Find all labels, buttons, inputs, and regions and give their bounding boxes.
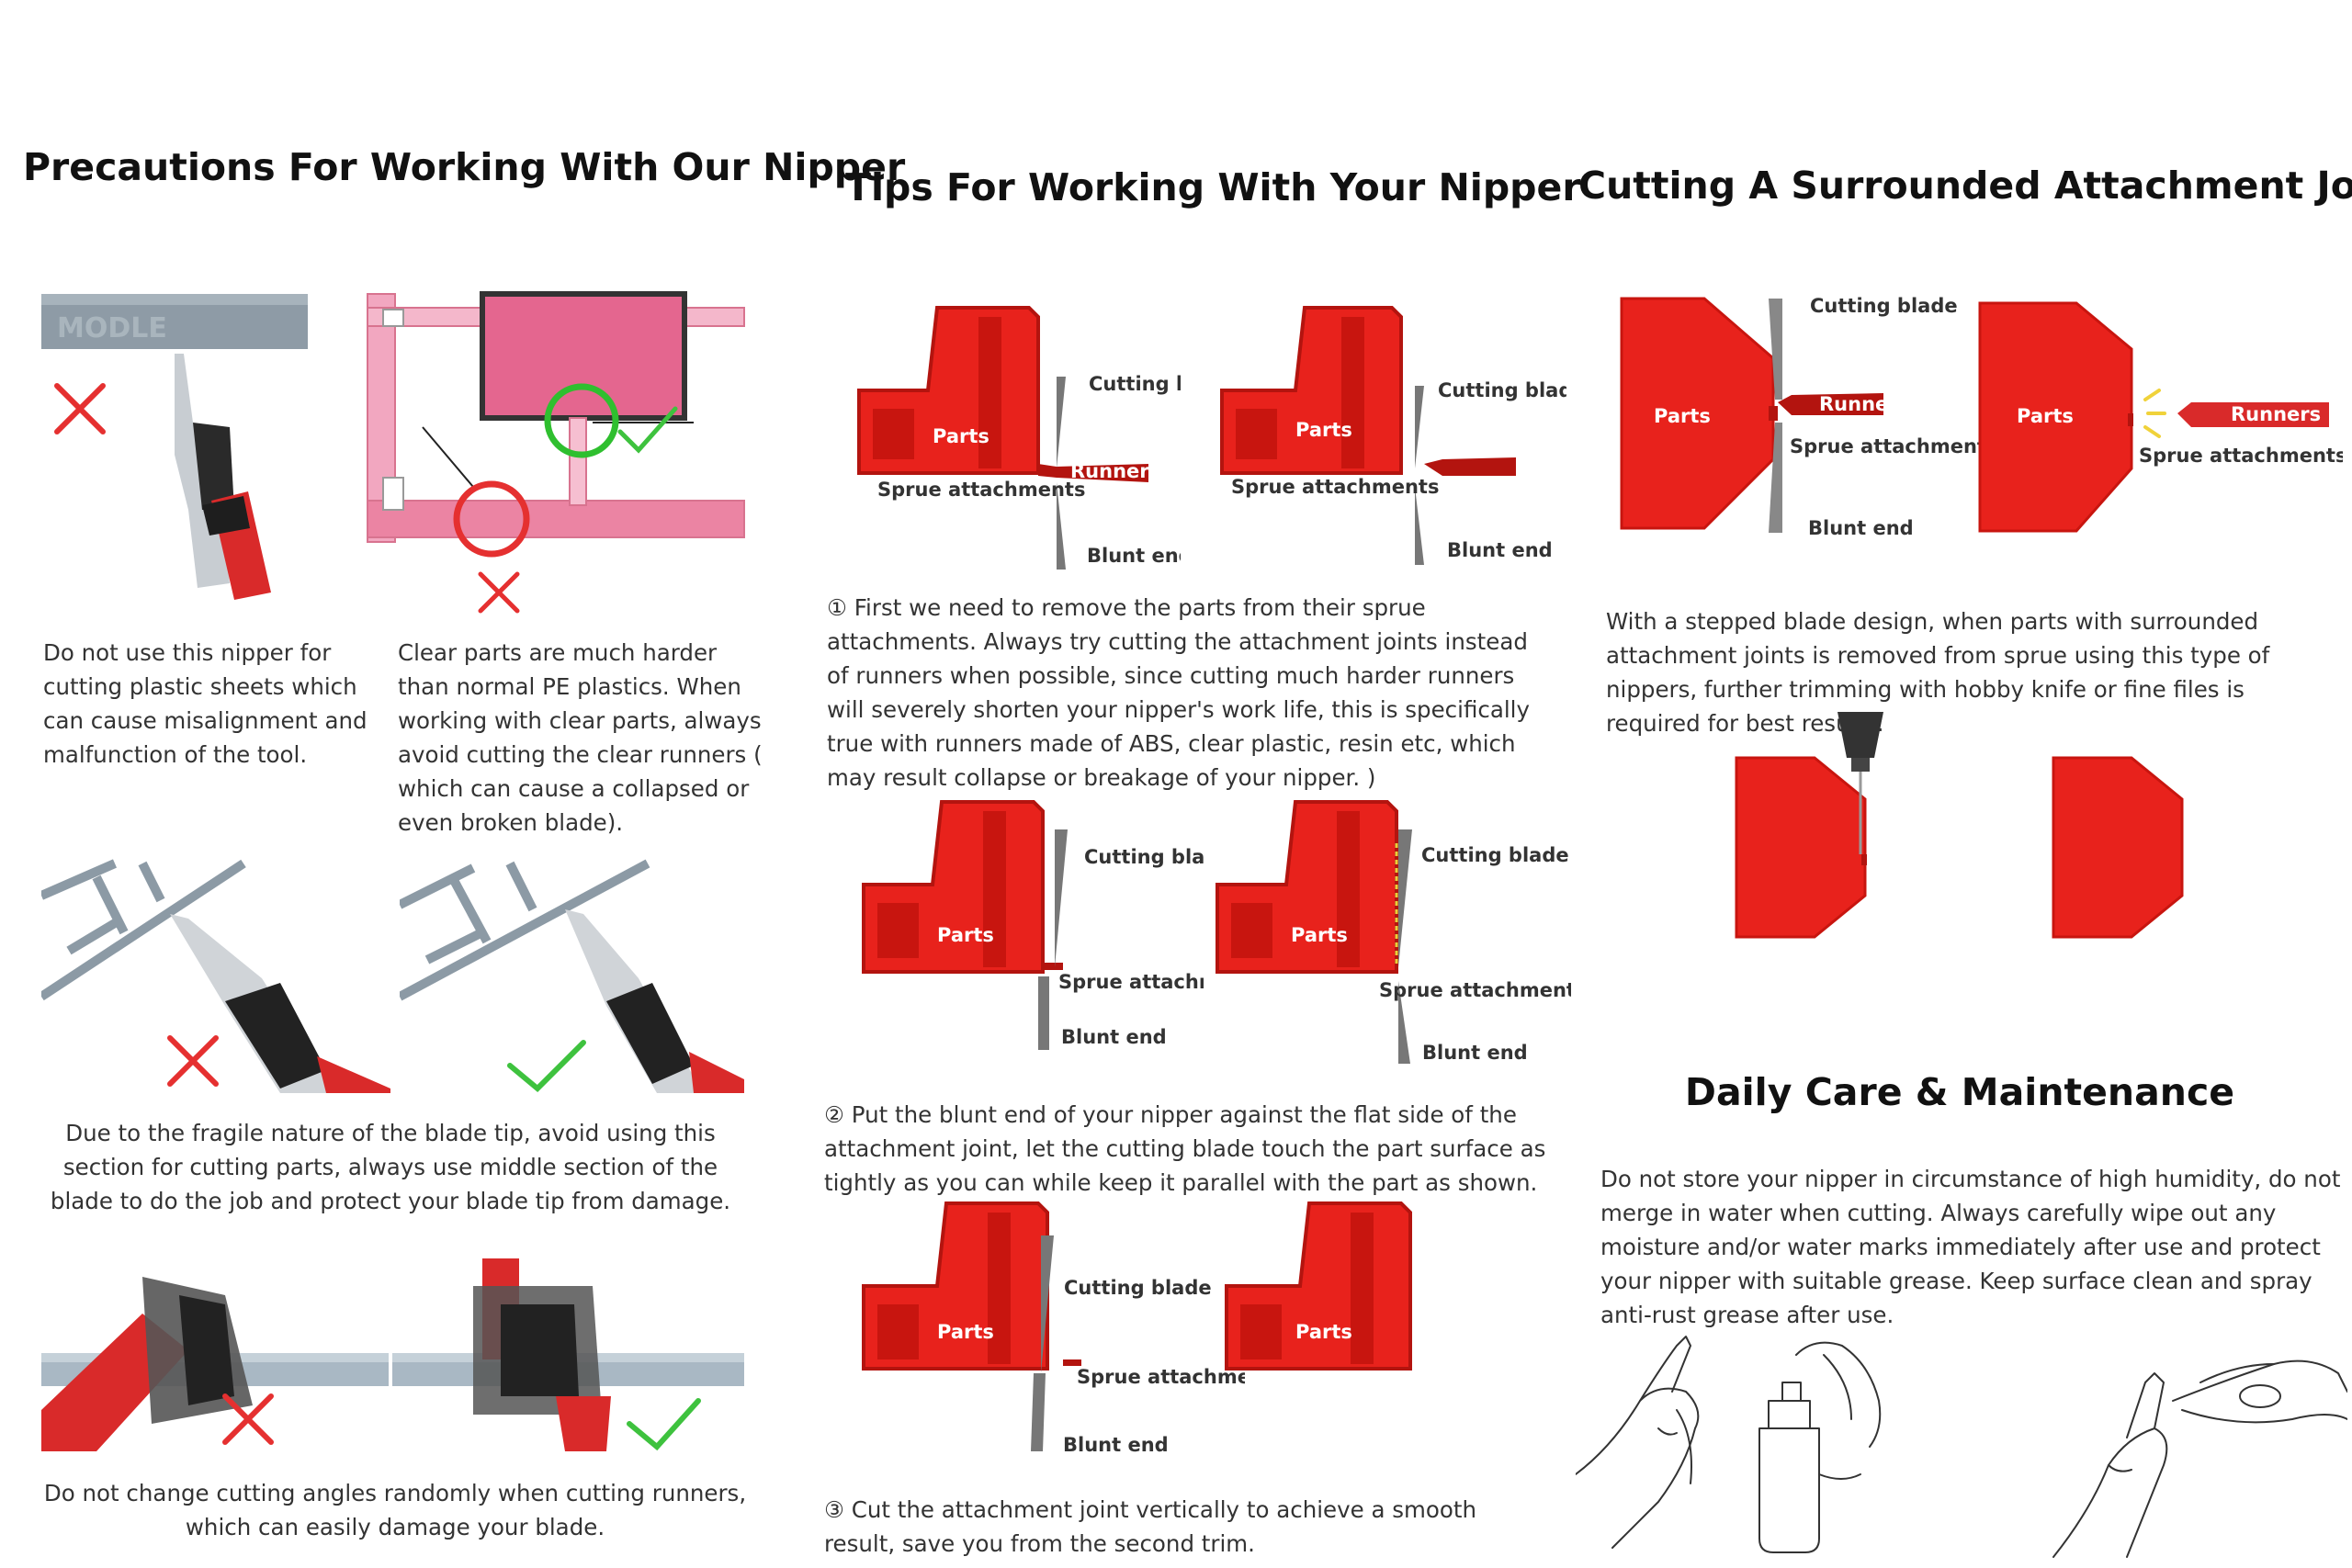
step2-diagram-left: Parts Cutting blade Sprue attachments Bl… — [862, 800, 1204, 1050]
check-icon — [617, 406, 678, 454]
caption-tip: Due to the fragile nature of the blade t… — [50, 1120, 731, 1214]
label-blunt-end: Blunt end — [1087, 545, 1181, 567]
label-sprue-attachments: Sprue attachments — [1379, 979, 1571, 1001]
step2-text: ② Put the blunt end of your nipper again… — [824, 1101, 1546, 1196]
label-parts: Parts — [1654, 405, 1711, 427]
label-sprue-attachments: Sprue attachments — [1077, 1366, 1245, 1388]
label-runners: Runners — [1070, 460, 1160, 482]
step1-diagram-left: Parts Cutting blade Runners Sprue attach… — [857, 306, 1181, 570]
cross-icon — [167, 1035, 219, 1087]
label-parts: Parts — [937, 1321, 994, 1343]
caption-sheets: Do not use this nipper for cutting plast… — [43, 639, 368, 768]
step3-diagram-right: Parts — [1225, 1201, 1412, 1371]
trimming-diagram — [1735, 712, 2184, 939]
cross-icon — [478, 571, 520, 614]
sheet-cutting-illustration: MODLE — [41, 294, 308, 600]
blade-tip-wrong-illustration — [41, 859, 390, 1093]
tips-title: Tips For Working With Your Nipper — [845, 165, 1581, 209]
cutting-angle-illustration — [41, 1258, 744, 1451]
caption-angle: Do not change cutting angles randomly wh… — [43, 1480, 747, 1540]
label-parts: Parts — [2017, 405, 2074, 427]
caption-clear: Clear parts are much harder than normal … — [398, 639, 763, 836]
step2-diagram-right: Parts Cutting blade Sprue attachments Bl… — [1216, 800, 1571, 1064]
label-cutting-blade: Cutting blade — [1064, 1277, 1212, 1299]
check-icon — [507, 1040, 586, 1093]
label-sprue-attachments: Sprue attachments — [1790, 435, 1997, 457]
check-icon — [627, 1398, 701, 1451]
label-blunt-end: Blunt end — [1808, 517, 1914, 539]
sheet-label: MODLE — [57, 312, 167, 344]
precautions-title: Precautions For Working With Our Nipper — [23, 145, 906, 189]
label-sprue-attachments: Sprue attachments — [1231, 476, 1439, 498]
step1-text: ① First we need to remove the parts from… — [827, 594, 1530, 791]
label-parts: Parts — [933, 425, 989, 447]
step3-text: ③ Cut the attachment joint vertically to… — [824, 1496, 1477, 1557]
clear-parts-illustration — [367, 291, 745, 614]
surrounded-text: With a stepped blade design, when parts … — [1606, 608, 2270, 737]
care-title: Daily Care & Maintenance — [1684, 1070, 2235, 1114]
label-blunt-end: Blunt end — [1447, 539, 1553, 561]
surrounded-diagram: Parts Cutting blade Runners Sprue attach… — [1620, 295, 2343, 539]
blade-middle-right-illustration — [400, 859, 744, 1093]
cross-icon — [222, 1393, 274, 1445]
label-sprue-attachments: Sprue attachments — [877, 479, 1085, 501]
label-cutting-blade: Cutting blade — [1084, 846, 1204, 868]
label-sprue-attachments: Sprue attachments — [1058, 971, 1204, 993]
label-parts: Parts — [937, 924, 994, 946]
care-text: Do not store your nipper in circumstance… — [1600, 1166, 2341, 1328]
step3-diagram-left: Parts Cutting blade Sprue attachments Bl… — [862, 1201, 1245, 1456]
label-runners: Runners — [1819, 393, 1909, 415]
step1-diagram-right: Parts Cutting blade Sprue attachments Bl… — [1220, 306, 1566, 565]
label-parts: Parts — [1295, 419, 1352, 441]
label-blunt-end: Blunt end — [1061, 1026, 1167, 1048]
label-blunt-end: Blunt end — [1063, 1434, 1169, 1456]
label-sprue-attachments: Sprue attachments — [2139, 445, 2343, 467]
cross-icon — [54, 383, 106, 434]
label-parts: Parts — [1295, 1321, 1352, 1343]
label-runners: Runners — [2231, 403, 2321, 425]
label-cutting-blade: Cutting blade — [1810, 295, 1958, 317]
label-cutting-blade: Cutting blade — [1421, 844, 1569, 866]
label-cutting-blade: Cutting blade — [1089, 373, 1181, 395]
maintenance-hands-illustration — [1576, 1336, 2347, 1558]
label-cutting-blade: Cutting blade — [1438, 379, 1566, 401]
label-parts: Parts — [1291, 924, 1348, 946]
label-blunt-end: Blunt end — [1422, 1042, 1528, 1064]
surrounded-title: Cutting A Surrounded Attachment Joint — [1578, 164, 2352, 208]
